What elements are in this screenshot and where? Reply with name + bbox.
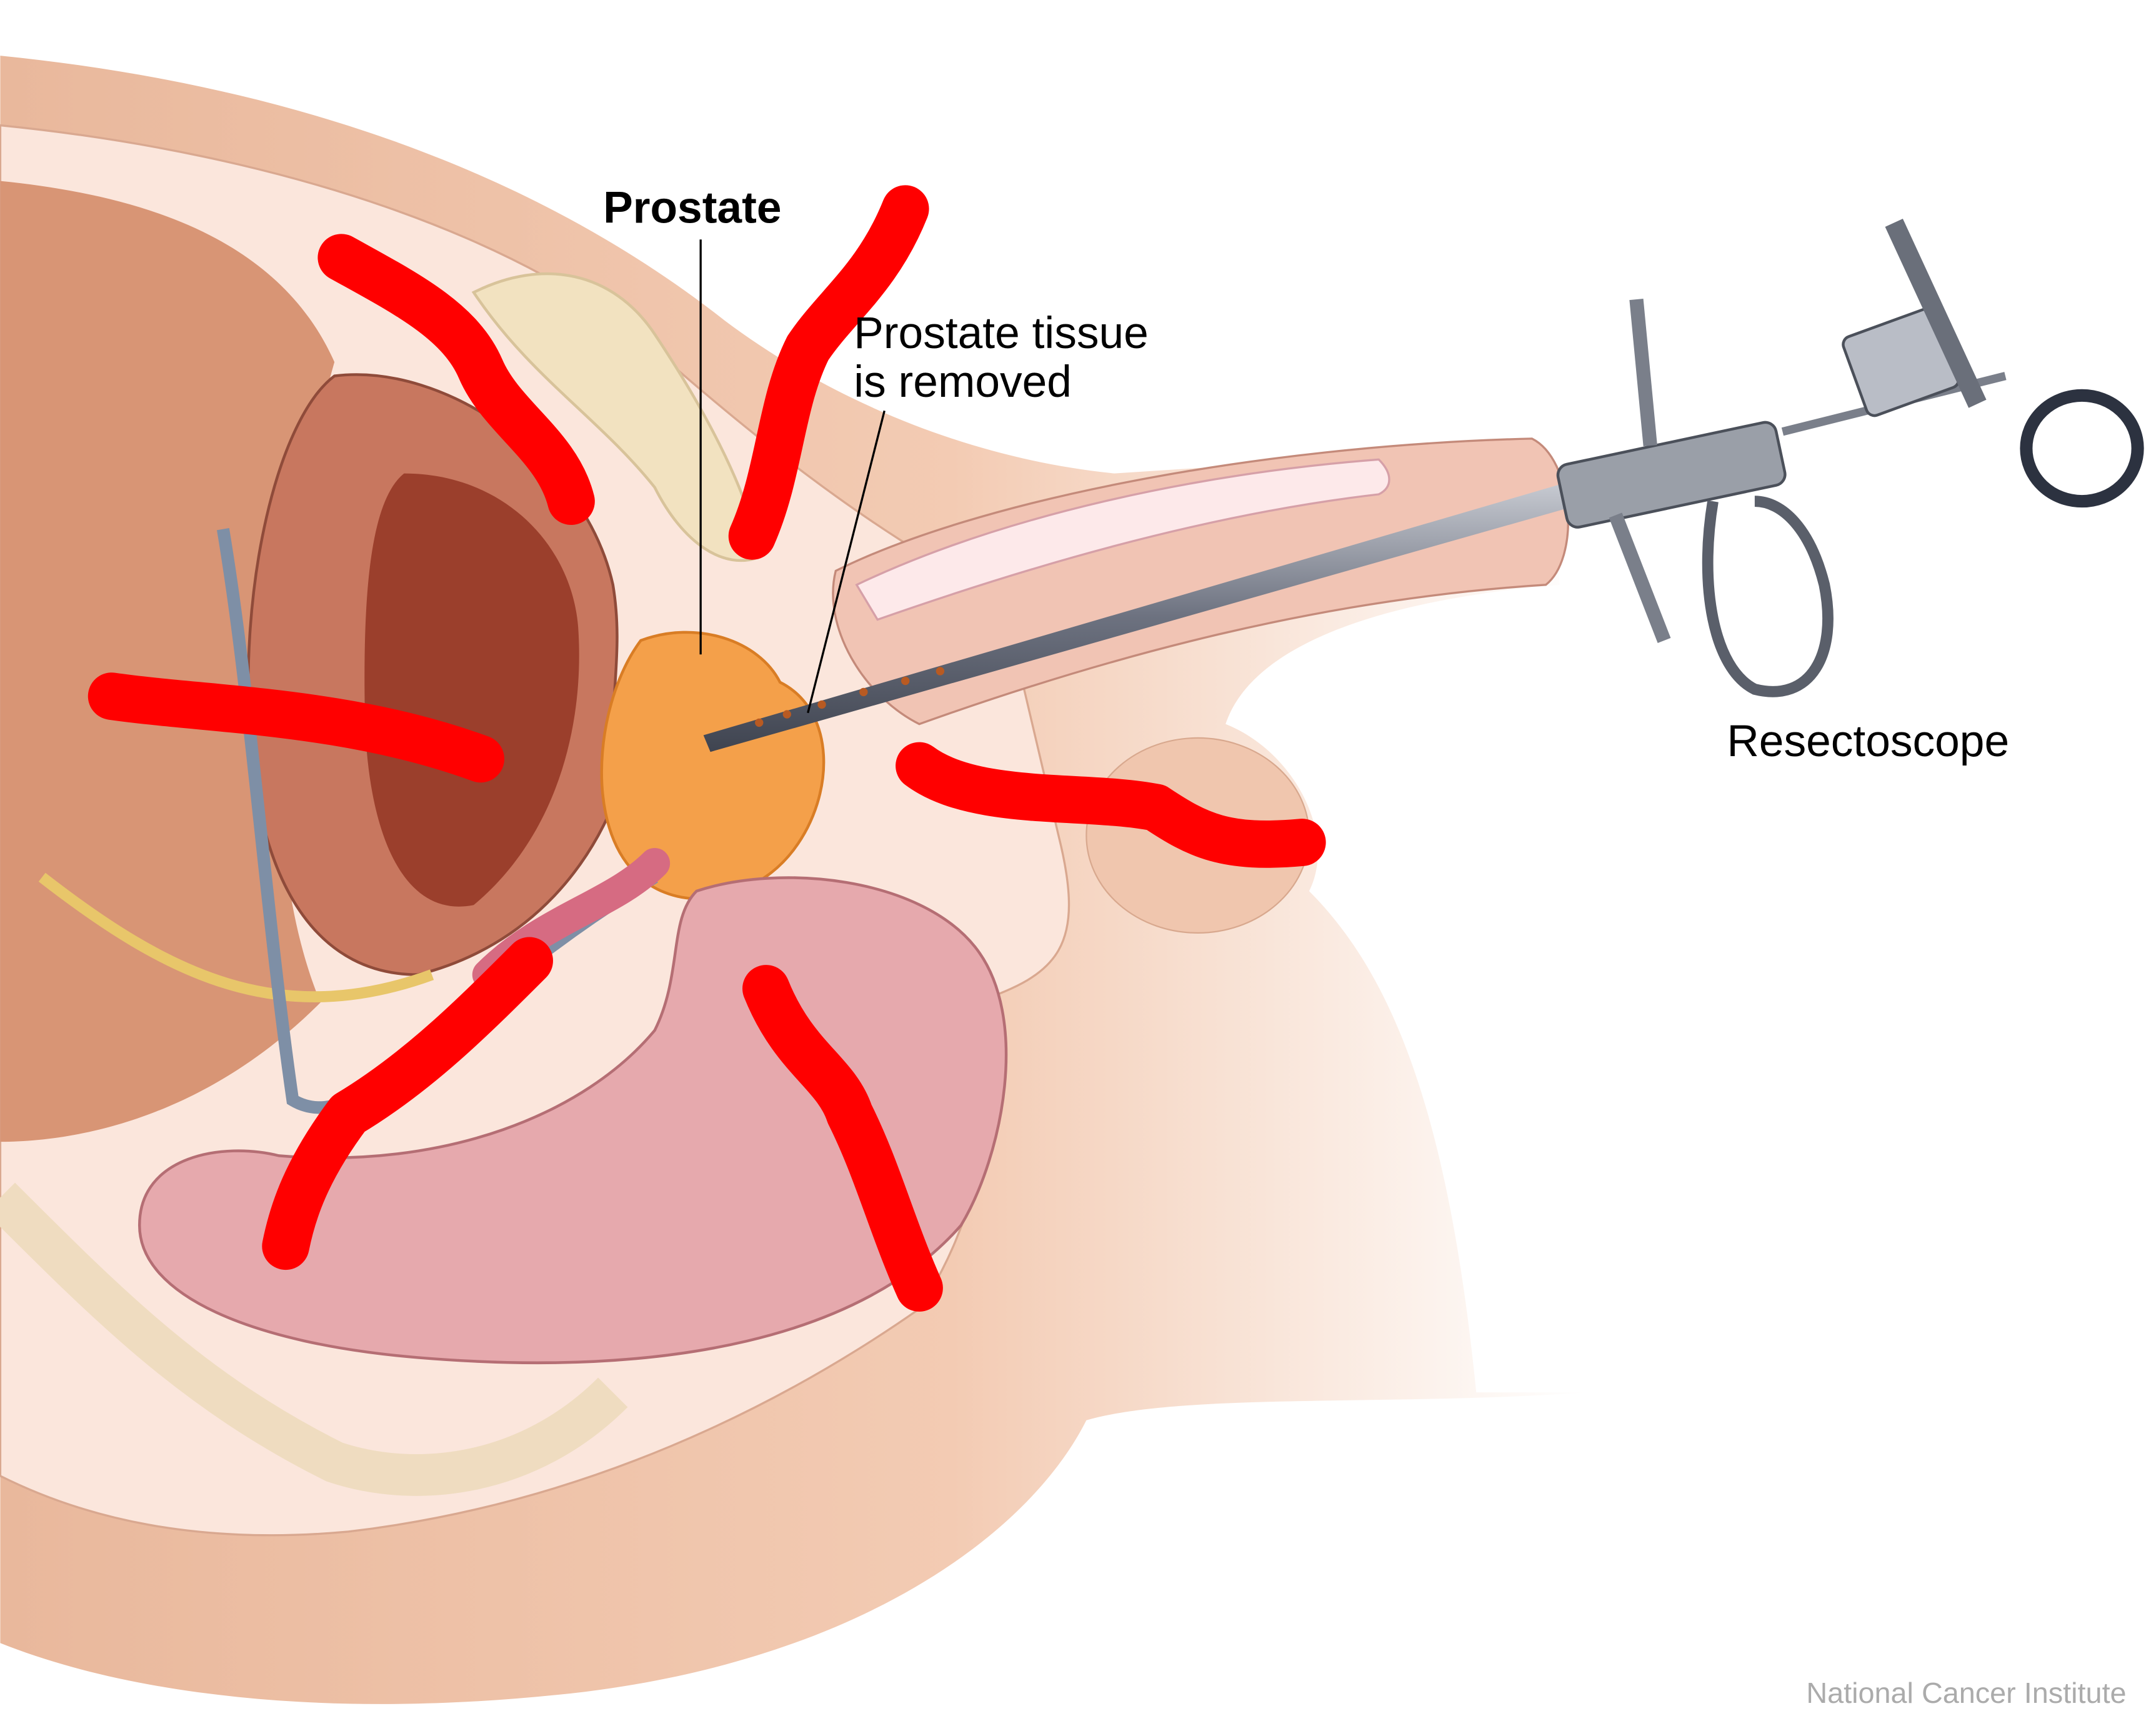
red-scribble xyxy=(896,742,1326,868)
resectoscope-body xyxy=(1556,421,1787,529)
red-scribble xyxy=(742,965,943,1312)
label-tissue-removed-line1: Prostate tissue xyxy=(854,308,1149,358)
tissue-leader-line xyxy=(807,410,886,714)
bladder xyxy=(364,473,579,907)
label-resectoscope: Resectoscope xyxy=(1727,716,2009,766)
red-scribble xyxy=(728,185,929,560)
tissue-fragments xyxy=(755,667,945,727)
corpus xyxy=(855,458,1390,621)
prostate xyxy=(600,631,826,900)
vas-deferens xyxy=(38,872,434,1002)
sacrum xyxy=(0,1182,628,1496)
resectoscope-valve-lower xyxy=(1609,512,1671,643)
red-scribbles xyxy=(87,185,1326,1312)
label-tissue-removed-line2: is removed xyxy=(854,357,1072,407)
resectoscope-eyepiece xyxy=(1885,218,1987,408)
resectoscope-ring xyxy=(2020,389,2144,508)
credit-text: National Cancer Institute xyxy=(1806,1677,2126,1709)
resectoscope-shaft xyxy=(703,480,1582,752)
resectoscope-valve xyxy=(1629,298,1657,447)
label-prostate: Prostate xyxy=(603,183,781,233)
red-scribble xyxy=(262,937,553,1270)
resectoscope-handle xyxy=(1702,496,1834,697)
red-scribble xyxy=(317,234,595,526)
resectoscope xyxy=(703,218,2144,752)
red-scribble xyxy=(87,672,504,783)
